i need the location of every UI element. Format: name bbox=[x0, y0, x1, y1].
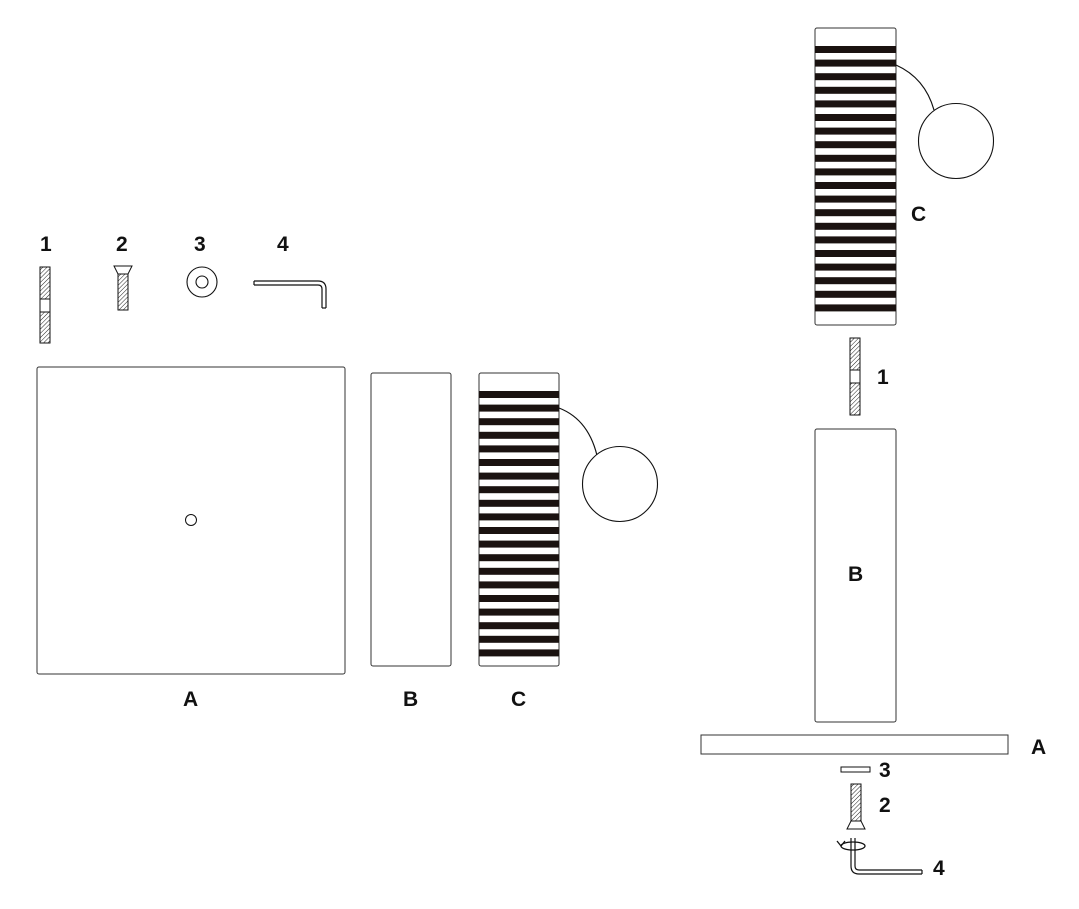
shade-stripe bbox=[479, 391, 559, 398]
shade-stripe bbox=[479, 404, 559, 412]
shade-stripe bbox=[815, 209, 896, 217]
shade-stripe bbox=[815, 277, 896, 285]
components-row: A B C bbox=[36, 366, 659, 711]
shade-stripe bbox=[815, 304, 896, 312]
shade-stripe bbox=[479, 649, 559, 657]
component-b-label: B bbox=[403, 688, 418, 711]
shade-stripe bbox=[815, 222, 896, 230]
shade-stripe bbox=[479, 595, 559, 602]
shade-stripe bbox=[815, 100, 896, 108]
rotate-arrow-icon bbox=[836, 840, 866, 851]
parts-legend: 1 2 3 4 bbox=[39, 233, 327, 344]
component-a-label: A bbox=[183, 688, 198, 711]
shade-stripe bbox=[479, 459, 559, 466]
shade-stripe bbox=[815, 46, 896, 53]
countersunk-screw-icon bbox=[113, 265, 133, 311]
shade-stripe bbox=[479, 472, 559, 480]
part-1-label: 1 bbox=[40, 233, 52, 256]
shade-stripe bbox=[815, 154, 896, 162]
countersunk-screw-icon bbox=[846, 783, 866, 830]
shade-stripe bbox=[815, 59, 896, 67]
allen-key-icon bbox=[850, 838, 923, 875]
shade-stripe bbox=[479, 499, 559, 507]
base-plate-top bbox=[36, 366, 346, 675]
assembly-4-label: 4 bbox=[933, 857, 945, 880]
shade-stripes bbox=[479, 391, 559, 657]
shade-stripe bbox=[479, 418, 559, 426]
shade-stripe bbox=[479, 431, 559, 439]
assembly-c-label: C bbox=[911, 203, 926, 226]
assembly-2-label: 2 bbox=[879, 794, 891, 817]
shade-stripe bbox=[479, 635, 559, 643]
pendant-ball-icon bbox=[581, 445, 659, 523]
part-4-label: 4 bbox=[277, 233, 289, 256]
shade-stripe bbox=[815, 263, 896, 271]
shade-stripe bbox=[815, 250, 896, 257]
shade-stripe bbox=[815, 86, 896, 94]
shade-component bbox=[478, 372, 659, 667]
shade-stripe bbox=[815, 195, 896, 203]
shade-stripe bbox=[479, 622, 559, 630]
part-2-label: 2 bbox=[116, 233, 128, 256]
screw-icon bbox=[39, 266, 51, 344]
assembly-shade-stripes bbox=[815, 46, 896, 312]
shade-stripe bbox=[479, 486, 559, 494]
shade-stripe bbox=[815, 73, 896, 81]
shade-stripe bbox=[479, 513, 559, 521]
component-c-label: C bbox=[511, 688, 526, 711]
shade-stripe bbox=[815, 168, 896, 176]
body-component bbox=[370, 372, 452, 667]
shade-stripe bbox=[815, 290, 896, 298]
washer-icon bbox=[186, 266, 218, 298]
shade-stripe bbox=[815, 182, 896, 189]
allen-key-icon bbox=[253, 280, 327, 309]
assembly-3-label: 3 bbox=[879, 759, 891, 782]
assembly-shade bbox=[814, 27, 995, 326]
shade-stripe bbox=[479, 554, 559, 562]
assembly-base bbox=[700, 734, 1009, 755]
shade-stripe bbox=[815, 127, 896, 135]
assembly-body bbox=[814, 428, 897, 723]
assembly-view: C 1 B A 3 2 4 bbox=[700, 27, 1046, 880]
assembly-b-label: B bbox=[848, 563, 863, 586]
part-3-label: 3 bbox=[194, 233, 206, 256]
shade-stripe bbox=[479, 527, 559, 534]
screw-icon bbox=[849, 337, 861, 416]
shade-stripe bbox=[479, 540, 559, 548]
assembly-1-label: 1 bbox=[877, 366, 889, 389]
assembly-a-label: A bbox=[1031, 736, 1046, 759]
shade-stripe bbox=[479, 445, 559, 453]
shade-stripe bbox=[479, 608, 559, 616]
shade-stripe bbox=[815, 141, 896, 149]
shade-stripe bbox=[479, 581, 559, 589]
pendant-ball-icon bbox=[917, 102, 995, 180]
shade-stripe bbox=[815, 236, 896, 244]
shade-stripe bbox=[479, 567, 559, 575]
shade-stripe bbox=[815, 114, 896, 121]
washer-icon bbox=[840, 766, 871, 773]
